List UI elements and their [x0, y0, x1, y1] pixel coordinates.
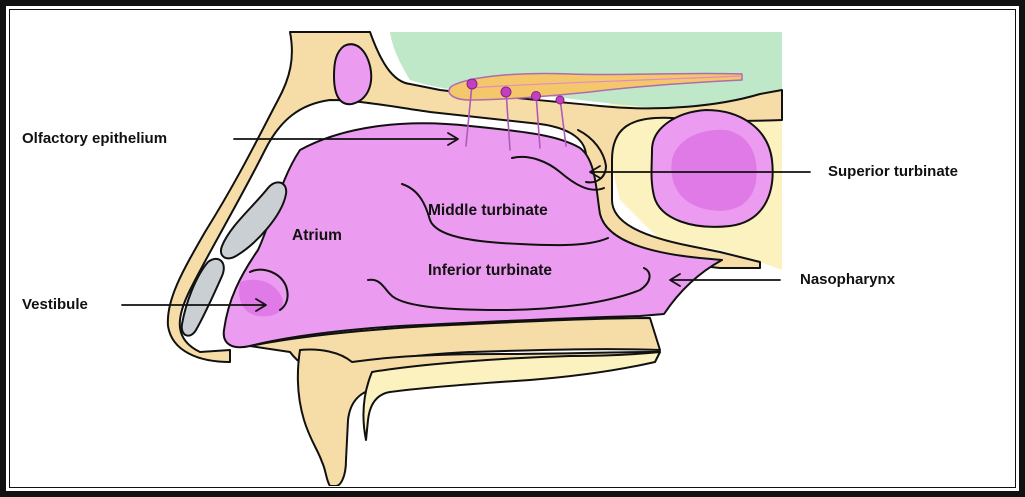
- middle-turbinate-label: Middle turbinate: [428, 203, 548, 219]
- olfactory-epithelium-label: Olfactory epithelium: [22, 131, 167, 146]
- inferior-turbinate-label: Inferior turbinate: [428, 263, 552, 279]
- atrium-label: Atrium: [292, 228, 342, 244]
- frontal-sinus: [334, 44, 371, 104]
- nasopharynx-label: Nasopharynx: [800, 272, 895, 287]
- vestibule-label: Vestibule: [22, 297, 88, 312]
- superior-turbinate-label: Superior turbinate: [828, 164, 958, 179]
